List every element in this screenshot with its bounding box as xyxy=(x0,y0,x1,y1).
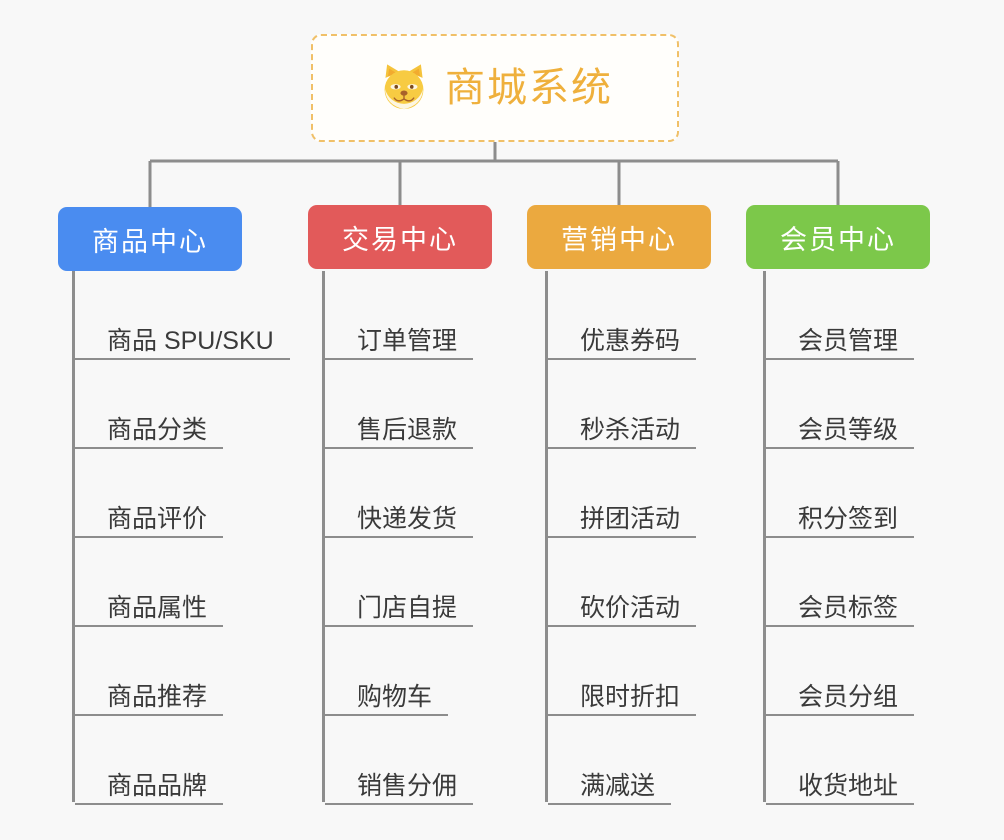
list-item[interactable]: 商品推荐 xyxy=(75,627,224,716)
category-label: 会员中心 xyxy=(780,224,896,255)
leaf-label: 商品 SPU/SKU xyxy=(107,327,274,356)
list-item[interactable]: 秒杀活动 xyxy=(548,360,697,449)
category-box-marketing[interactable]: 营销中心 xyxy=(527,205,711,269)
list-item[interactable]: 销售分佣 xyxy=(325,716,474,805)
root-node-mall-system[interactable]: 商城系统 xyxy=(311,34,679,142)
leaf-label: 砍价活动 xyxy=(580,594,681,623)
list-item[interactable]: 积分签到 xyxy=(766,449,915,538)
column-rail xyxy=(545,271,548,802)
list-item[interactable]: 商品品牌 xyxy=(75,716,224,805)
list-item[interactable]: 商品属性 xyxy=(75,538,224,627)
shiba-dog-face-icon xyxy=(377,61,431,115)
leaf-label: 满减送 xyxy=(580,772,656,801)
column-rail xyxy=(763,271,766,802)
category-label: 营销中心 xyxy=(561,224,677,255)
column-rail xyxy=(72,271,75,802)
category-label: 商品中心 xyxy=(92,226,208,257)
list-item[interactable]: 会员标签 xyxy=(766,538,915,627)
list-item[interactable]: 限时折扣 xyxy=(548,627,697,716)
list-item[interactable]: 砍价活动 xyxy=(548,538,697,627)
list-item[interactable]: 商品分类 xyxy=(75,360,224,449)
leaf-label: 会员标签 xyxy=(798,594,899,623)
category-box-trade[interactable]: 交易中心 xyxy=(308,205,492,269)
list-item[interactable]: 会员管理 xyxy=(766,271,915,360)
list-item[interactable]: 订单管理 xyxy=(325,271,474,360)
root-title: 商城系统 xyxy=(445,66,613,110)
leaf-label: 会员等级 xyxy=(798,416,899,445)
leaf-label: 拼团活动 xyxy=(580,505,681,534)
leaf-label: 商品推荐 xyxy=(107,683,208,712)
leaf-label: 会员管理 xyxy=(798,327,899,356)
leaf-label: 快递发货 xyxy=(357,505,458,534)
leaf-label: 销售分佣 xyxy=(357,772,458,801)
list-item[interactable]: 商品 SPU/SKU xyxy=(75,271,290,360)
list-item[interactable]: 快递发货 xyxy=(325,449,474,538)
list-item[interactable]: 售后退款 xyxy=(325,360,474,449)
leaf-label: 会员分组 xyxy=(798,683,899,712)
leaf-label: 购物车 xyxy=(357,683,433,712)
category-box-product[interactable]: 商品中心 xyxy=(58,207,242,271)
leaf-label: 秒杀活动 xyxy=(580,416,681,445)
list-item[interactable]: 商品评价 xyxy=(75,449,224,538)
leaf-label: 商品属性 xyxy=(107,594,208,623)
leaf-label: 商品分类 xyxy=(107,416,208,445)
leaf-label: 商品评价 xyxy=(107,505,208,534)
category-label: 交易中心 xyxy=(342,224,458,255)
list-item[interactable]: 会员分组 xyxy=(766,627,915,716)
list-item[interactable]: 门店自提 xyxy=(325,538,474,627)
list-item[interactable]: 拼团活动 xyxy=(548,449,697,538)
leaf-label: 订单管理 xyxy=(357,327,458,356)
column-rail xyxy=(322,271,325,802)
leaf-label: 优惠券码 xyxy=(580,327,681,356)
leaf-label: 限时折扣 xyxy=(580,683,681,712)
list-item[interactable]: 优惠券码 xyxy=(548,271,697,360)
list-item[interactable]: 购物车 xyxy=(325,627,449,716)
category-box-member[interactable]: 会员中心 xyxy=(746,205,930,269)
leaf-label: 售后退款 xyxy=(357,416,458,445)
list-item[interactable]: 满减送 xyxy=(548,716,672,805)
leaf-label: 门店自提 xyxy=(357,594,458,623)
list-item[interactable]: 会员等级 xyxy=(766,360,915,449)
list-item[interactable]: 收货地址 xyxy=(766,716,915,805)
leaf-label: 收货地址 xyxy=(798,772,899,801)
leaf-label: 商品品牌 xyxy=(107,772,208,801)
leaf-label: 积分签到 xyxy=(798,505,899,534)
